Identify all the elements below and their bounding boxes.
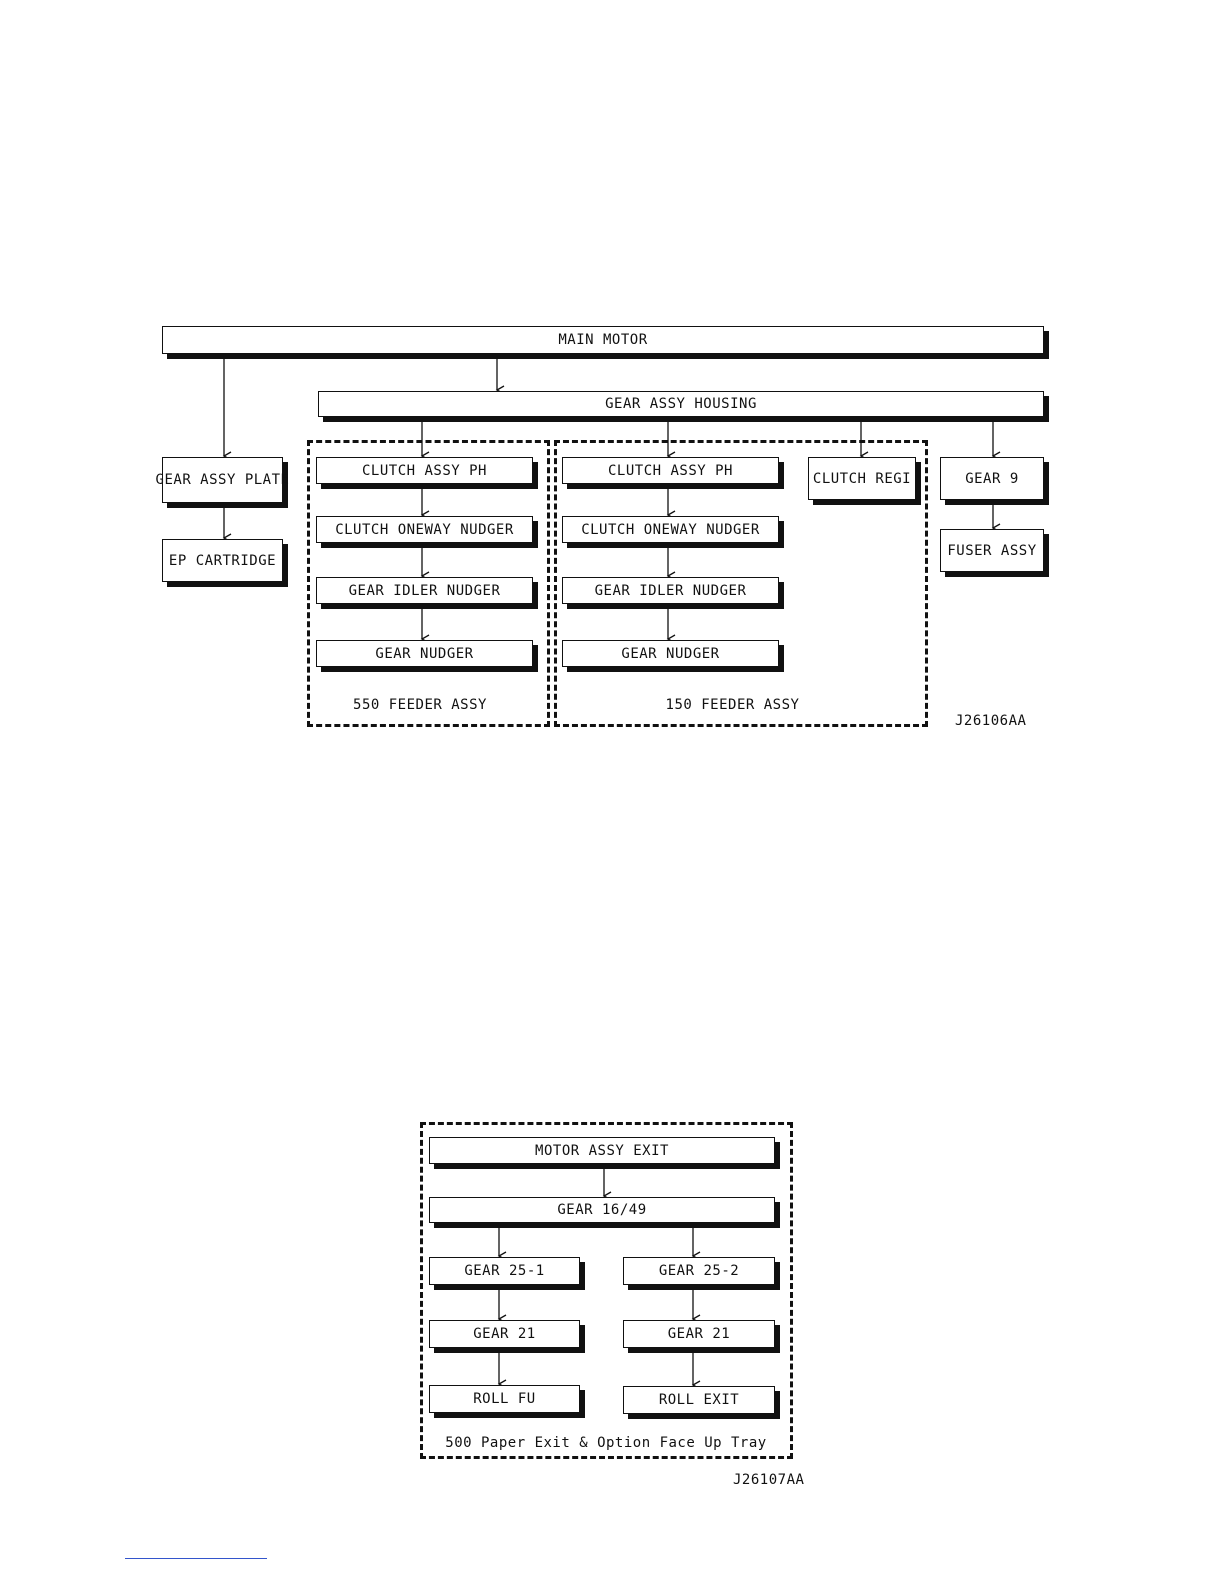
gear-21-right-box: GEAR 21	[623, 1320, 775, 1348]
feeder550-gear-nudger-box: GEAR NUDGER	[316, 640, 533, 667]
feeder150-clutch-oneway-nudger-label: CLUTCH ONEWAY NUDGER	[581, 521, 760, 538]
gear-9-box: GEAR 9	[940, 457, 1044, 500]
feeder150-clutch-assy-ph-label: CLUTCH ASSY PH	[607, 462, 733, 479]
roll-exit-box: ROLL EXIT	[623, 1386, 775, 1414]
feeder550-clutch-oneway-nudger-label: CLUTCH ONEWAY NUDGER	[335, 521, 514, 538]
feeder550-gear-nudger-label: GEAR NUDGER	[375, 645, 474, 662]
feeder550-clutch-assy-ph-label: CLUTCH ASSY PH	[361, 462, 487, 479]
roll-fu-box: ROLL FU	[429, 1385, 580, 1413]
ep-cartridge-box: EP CARTRIDGE	[162, 539, 283, 582]
feeder150-gear-idler-nudger-label: GEAR IDLER NUDGER	[594, 582, 747, 599]
gear-25-1-label: GEAR 25-1	[464, 1263, 545, 1279]
gear-assy-plate-label: GEAR ASSY PLATE	[155, 472, 290, 488]
gear-9-label: GEAR 9	[965, 470, 1019, 487]
paper-exit-group	[420, 1122, 793, 1459]
feeder150-group-label: 150 FEEDER ASSY	[665, 697, 800, 713]
feeder550-gear-idler-nudger-label: GEAR IDLER NUDGER	[348, 582, 501, 599]
feeder150-clutch-assy-ph-box: CLUTCH ASSY PH	[562, 457, 779, 484]
feeder150-gear-nudger-label: GEAR NUDGER	[621, 645, 720, 662]
gear-16-49-box: GEAR 16/49	[429, 1197, 775, 1223]
main-motor-box: MAIN MOTOR	[162, 326, 1044, 354]
feeder550-clutch-oneway-nudger-box: CLUTCH ONEWAY NUDGER	[316, 516, 533, 543]
diagram1-ref-code: J26106AA	[955, 713, 1027, 729]
gear-25-2-label: GEAR 25-2	[658, 1263, 740, 1279]
motor-assy-exit-label: MOTOR ASSY EXIT	[535, 1142, 669, 1159]
motor-assy-exit-box: MOTOR ASSY EXIT	[429, 1137, 775, 1164]
gear-21-left-label: GEAR 21	[473, 1326, 536, 1342]
fuser-assy-box: FUSER ASSY	[940, 529, 1044, 572]
ep-cartridge-label: EP CARTRIDGE	[168, 552, 277, 569]
gear-assy-housing-box: GEAR ASSY HOUSING	[318, 391, 1044, 417]
feeder550-gear-idler-nudger-box: GEAR IDLER NUDGER	[316, 577, 533, 604]
feeder150-clutch-oneway-nudger-box: CLUTCH ONEWAY NUDGER	[562, 516, 779, 543]
gear-25-2-box: GEAR 25-2	[623, 1257, 775, 1285]
feeder550-group-label: 550 FEEDER ASSY	[353, 697, 487, 713]
gear-25-1-box: GEAR 25-1	[429, 1257, 580, 1285]
feeder150-gear-idler-nudger-box: GEAR IDLER NUDGER	[562, 577, 779, 604]
clutch-regi-label: CLUTCH REGI	[812, 470, 912, 487]
gear-16-49-label: GEAR 16/49	[557, 1202, 647, 1218]
fuser-assy-label: FUSER ASSY	[947, 542, 1037, 559]
gear-assy-housing-label: GEAR ASSY HOUSING	[605, 396, 757, 412]
paper-exit-group-label: 500 Paper Exit & Option Face Up Tray	[445, 1435, 767, 1451]
diagram2-ref-code: J26107AA	[733, 1472, 805, 1488]
footer-rule	[125, 1558, 267, 1559]
main-motor-label: MAIN MOTOR	[558, 332, 648, 348]
gear-21-left-box: GEAR 21	[429, 1320, 580, 1348]
gear-21-right-label: GEAR 21	[667, 1326, 731, 1342]
feeder150-gear-nudger-box: GEAR NUDGER	[562, 640, 779, 667]
feeder-150-group	[554, 440, 928, 727]
feeder550-clutch-assy-ph-box: CLUTCH ASSY PH	[316, 457, 533, 484]
gear-assy-plate-box: GEAR ASSY PLATE	[156, 457, 289, 503]
clutch-regi-box: CLUTCH REGI	[808, 457, 916, 500]
feeder-550-group	[307, 440, 550, 727]
roll-exit-label: ROLL EXIT	[658, 1392, 740, 1408]
roll-fu-label: ROLL FU	[473, 1391, 536, 1407]
